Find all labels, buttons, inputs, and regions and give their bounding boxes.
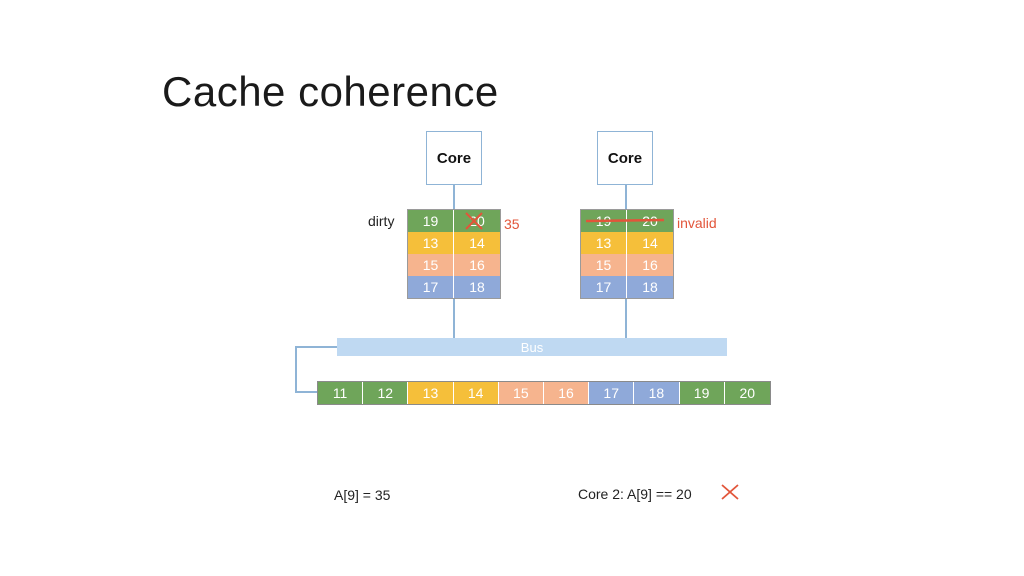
cache-1-cell: 14 bbox=[454, 232, 500, 254]
note-left: A[9] = 35 bbox=[334, 487, 391, 503]
cache-1-bus-connector bbox=[453, 299, 455, 338]
strike-through-line bbox=[585, 218, 665, 223]
slide-title: Cache coherence bbox=[162, 68, 499, 115]
cache-1-cell: 17 bbox=[408, 276, 454, 298]
cache-1-cell: 15 bbox=[408, 254, 454, 276]
core-1-connector bbox=[453, 185, 455, 209]
cache-2-cell: 17 bbox=[581, 276, 627, 298]
bus-memory-connector-bottom bbox=[295, 391, 317, 393]
bus-memory-connector-top bbox=[295, 346, 337, 348]
memory-cell: 20 bbox=[724, 382, 770, 404]
core-2-box: Core bbox=[597, 131, 653, 185]
cache-1-cell: 16 bbox=[454, 254, 500, 276]
memory-cell: 15 bbox=[498, 382, 544, 404]
cache-2-cell: 13 bbox=[581, 232, 627, 254]
bus-label: Bus bbox=[520, 339, 544, 355]
memory-cell: 18 bbox=[634, 382, 680, 404]
memory-cell: 11 bbox=[318, 382, 364, 404]
invalid-label: invalid bbox=[677, 215, 717, 231]
cache-2-cell: 18 bbox=[627, 276, 673, 298]
cache-1-cell: 13 bbox=[408, 232, 454, 254]
bus: Bus bbox=[337, 338, 727, 356]
memory-cell: 14 bbox=[453, 382, 499, 404]
dirty-label: dirty bbox=[368, 213, 395, 229]
bus-memory-connector-side bbox=[295, 346, 297, 392]
core-2-cache: 19 20 13 14 15 16 17 18 bbox=[580, 209, 674, 299]
cross-mark-icon bbox=[721, 484, 739, 500]
cache-2-cell: 14 bbox=[627, 232, 673, 254]
memory-cell: 13 bbox=[408, 382, 454, 404]
cache-1-cell: 20 bbox=[454, 210, 500, 232]
core-1-cache: 19 20 13 14 15 16 17 18 bbox=[407, 209, 501, 299]
core-2-label: Core bbox=[607, 149, 643, 167]
core-1-label: Core bbox=[436, 149, 472, 167]
core-2-connector bbox=[625, 185, 627, 209]
memory-cell: 19 bbox=[679, 382, 725, 404]
note-right: Core 2: A[9] == 20 bbox=[578, 486, 692, 502]
memory-cell: 12 bbox=[363, 382, 409, 404]
main-memory: 11 12 13 14 15 16 17 18 19 20 bbox=[317, 381, 771, 405]
cache-2-cell: 16 bbox=[627, 254, 673, 276]
cross-mark-icon bbox=[465, 212, 483, 230]
memory-cell: 17 bbox=[589, 382, 635, 404]
cache-1-cell: 19 bbox=[408, 210, 454, 232]
new-value-label: 35 bbox=[504, 216, 520, 232]
memory-cell: 16 bbox=[543, 382, 590, 404]
core-1-box: Core bbox=[426, 131, 482, 185]
cache-2-bus-connector bbox=[625, 299, 627, 338]
cache-1-cell: 18 bbox=[454, 276, 500, 298]
cache-2-cell: 15 bbox=[581, 254, 627, 276]
